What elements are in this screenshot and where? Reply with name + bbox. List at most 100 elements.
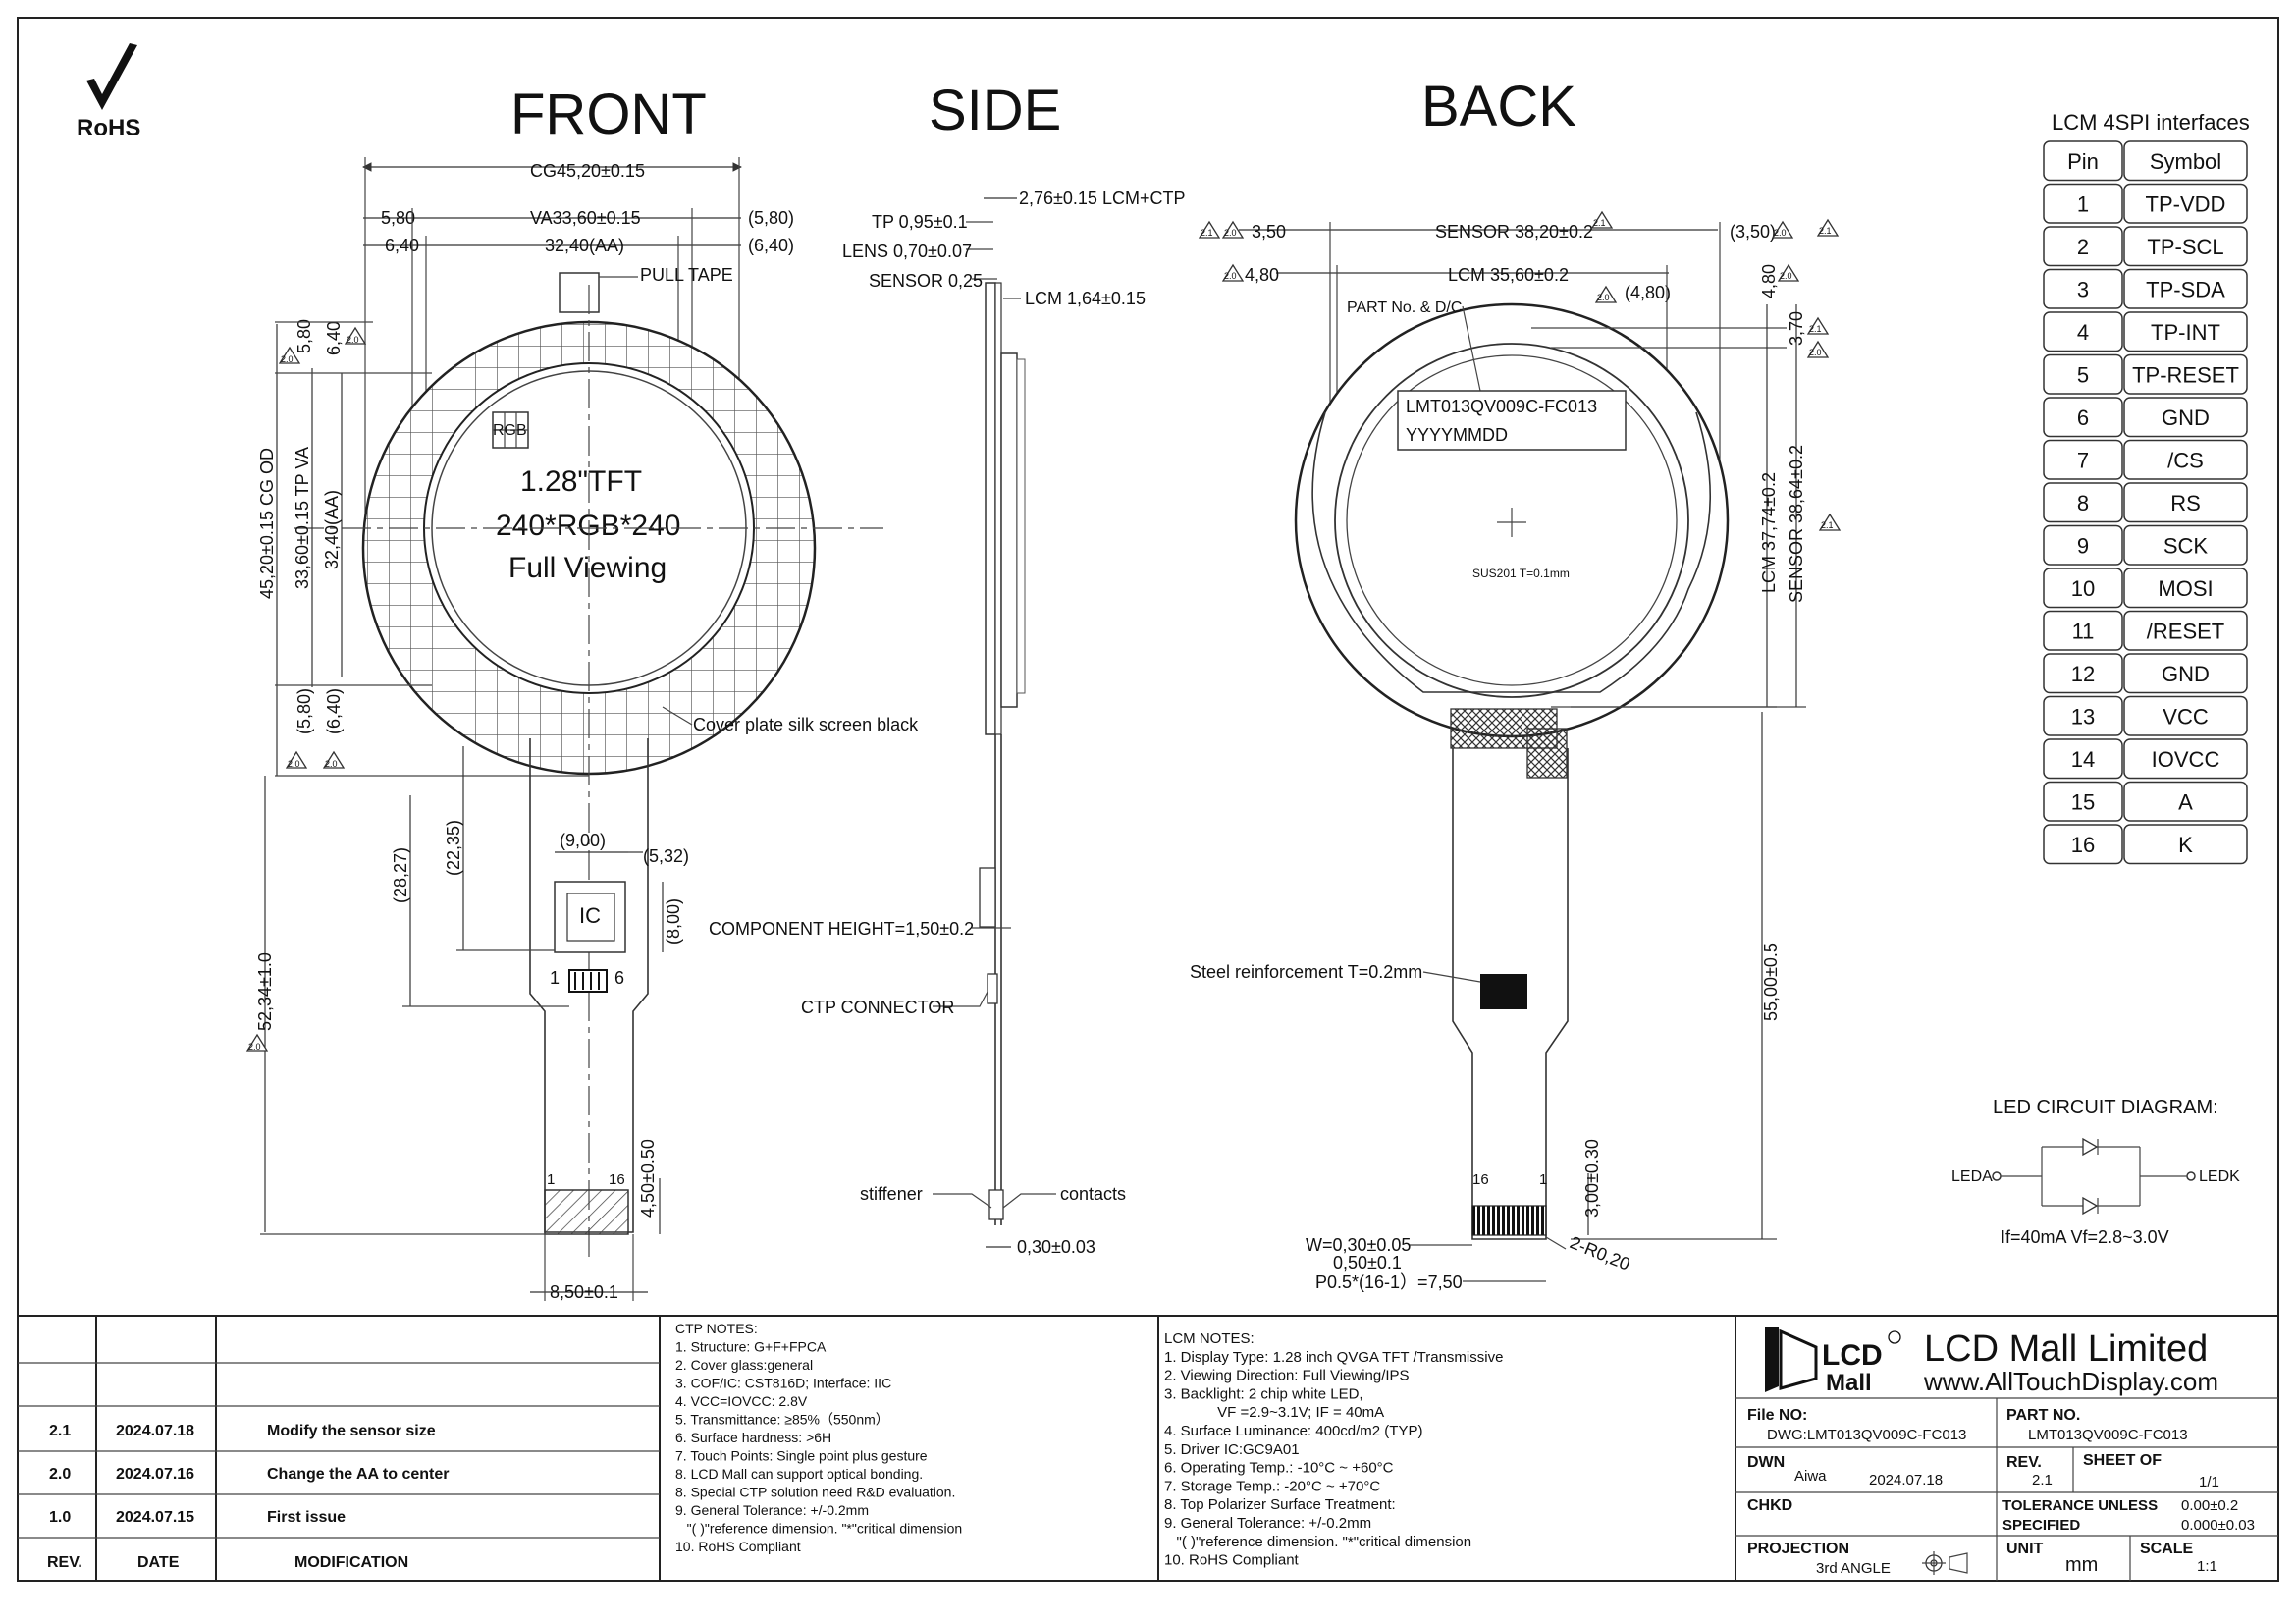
ctp-connector-label: CTP CONNECTOR <box>801 998 954 1017</box>
rev-row-date: 2024.07.15 <box>116 1509 194 1526</box>
steel-label: Steel reinforcement T=0.2mm <box>1190 962 1422 982</box>
dim-cg-od: 45,20±0.15 CG OD <box>257 448 277 599</box>
dim-2827: (28,27) <box>391 847 410 903</box>
ctp_notes-line: 8. LCD Mall can support optical bonding. <box>675 1466 923 1482</box>
ctp_notes-line: 2. Cover glass:general <box>675 1357 813 1373</box>
view-title-side: SIDE <box>929 79 1061 142</box>
symbol-cell <box>2123 140 2248 182</box>
rev-value: 2.1 <box>2032 1472 2053 1489</box>
conn-pin1-label: 1 <box>550 968 560 988</box>
symbol-cell <box>2123 183 2248 224</box>
lcm_notes-line: 8. Top Polarizer Surface Treatment: <box>1164 1496 1396 1513</box>
dim-sensor-v: SENSOR 38,64±0.2 <box>1787 445 1806 603</box>
lcm_notes-line: 5. Driver IC:GC9A01 <box>1164 1441 1300 1458</box>
front-view: CG45,20±0.15 VA33,60±0.15 5,80 (5,80) 32… <box>245 157 919 1302</box>
svg-text:2.0: 2.0 <box>325 759 338 769</box>
svg-text:2.1: 2.1 <box>1821 520 1834 530</box>
svg-text:2.0: 2.0 <box>1224 228 1237 238</box>
pin-cell <box>2043 738 2123 780</box>
dim-lcm-v: LCM 37,74±0.2 <box>1759 472 1779 593</box>
pin-symbol: TP-INT <box>2151 320 2220 345</box>
rev-triangles-back: 2.1 2.0 2.1 2.0 2.1 2.0 2.0 2.0 2.1 2.0 … <box>1198 210 1842 531</box>
lcm_notes-title: LCM NOTES: <box>1164 1330 1255 1347</box>
symbol-cell <box>2123 226 2248 267</box>
stiffener-label: stiffener <box>860 1184 923 1204</box>
symbol-cell <box>2123 568 2248 609</box>
pin-number: 16 <box>2071 833 2095 857</box>
symbol-cell <box>2123 610 2248 651</box>
side-view: 2,76±0.15 LCM+CTP TP 0,95±0.1 LENS 0,70±… <box>709 189 1185 1257</box>
pin-number: 13 <box>2071 705 2095 730</box>
ctp_notes-line: 10. RoHS Compliant <box>675 1539 801 1554</box>
pin-number: 15 <box>2071 790 2095 815</box>
dim-v640r: (6,40) <box>324 688 344 734</box>
conn-pin6-label: 6 <box>614 968 624 988</box>
dim-aa-h: 32,40(AA) <box>545 236 624 255</box>
fpc-pin16-label: 16 <box>609 1171 625 1188</box>
rev-row-mod: Change the AA to center <box>267 1466 450 1483</box>
pin-table-title: LCM 4SPI interfaces <box>2052 110 2250 135</box>
rev-header-rev: REV. <box>47 1554 82 1571</box>
pin-cell <box>2043 397 2123 438</box>
lcm_notes-line: "( )"reference dimension. "*"critical di… <box>1164 1534 1471 1550</box>
dim-lens: LENS 0,70±0.07 <box>842 242 972 261</box>
pin-symbol: GND <box>2162 406 2210 430</box>
scale-value: 1:1 <box>2197 1558 2217 1575</box>
dim-300: 3,00±0.30 <box>1582 1139 1602 1218</box>
dim-640: 6,40 <box>385 236 419 255</box>
symbol-cell <box>2123 738 2248 780</box>
sus-label: SUS201 T=0.1mm <box>1472 567 1570 580</box>
logo-mall-text: Mall <box>1826 1370 1872 1396</box>
tol-value-1: 0.00±0.2 <box>2181 1497 2238 1514</box>
pull-tape-label: PULL TAPE <box>640 265 733 285</box>
dim-480r: (4,80) <box>1625 283 1671 302</box>
ctp_notes-line: 8. Special CTP solution need R&D evaluat… <box>675 1485 955 1500</box>
leda-label: LEDA <box>1951 1168 1993 1185</box>
symbol-header: Symbol <box>2150 149 2221 174</box>
dim-450: 4,50±0.50 <box>638 1139 658 1218</box>
dim-sensor-h: SENSOR 38,20±0.2 <box>1435 222 1593 242</box>
lcm_notes-line: 1. Display Type: 1.28 inch QVGA TFT /Tra… <box>1164 1349 1503 1366</box>
ctp_notes-line: "( )"reference dimension. "*"critical di… <box>675 1521 962 1537</box>
dim-v580r: (5,80) <box>294 688 314 734</box>
projection-label: PROJECTION <box>1747 1541 1849 1557</box>
pin-number: 9 <box>2077 534 2089 559</box>
dim-850: 8,50±0.1 <box>550 1282 618 1302</box>
rev-row-rev: 1.0 <box>49 1509 71 1526</box>
pin-number: 12 <box>2071 662 2095 686</box>
company-url: www.AllTouchDisplay.com <box>1923 1367 2218 1396</box>
tol-label-1: TOLERANCE UNLESS <box>2002 1497 2158 1514</box>
back-view: 3,50 SENSOR 38,20±0.2 (3,50) 4,80 LCM 35… <box>1190 210 1842 1292</box>
svg-text:2.0: 2.0 <box>1597 293 1610 302</box>
lcm_notes-line: 3. Backlight: 2 chip white LED, <box>1164 1385 1363 1402</box>
tol-value-2: 0.000±0.03 <box>2181 1517 2255 1534</box>
projection-value: 3rd ANGLE <box>1816 1560 1891 1577</box>
pin-number: 4 <box>2077 320 2089 345</box>
dim-5234: 52,34±1.0 <box>255 952 275 1031</box>
dim-sensor: SENSOR 0,25 <box>869 271 983 291</box>
display-resolution-label: 240*RGB*240 <box>496 510 680 542</box>
back-pin1-label: 1 <box>1539 1171 1547 1188</box>
ctp_notes-line: 7. Touch Points: Single point plus gestu… <box>675 1448 928 1464</box>
ctp_notes-line: 1. Structure: G+F+FPCA <box>675 1339 827 1355</box>
dim-v370: 3,70 <box>1787 311 1806 346</box>
rev-row-mod: First issue <box>267 1509 346 1526</box>
pin-symbol: /RESET <box>2147 620 2224 644</box>
pin-cell <box>2043 653 2123 694</box>
led-spec: If=40mA Vf=2.8~3.0V <box>2001 1227 2169 1247</box>
led-title: LED CIRCUIT DIAGRAM: <box>1993 1097 2218 1118</box>
view-title-front: FRONT <box>510 82 707 146</box>
pin-header: Pin <box>2067 149 2099 174</box>
ctp_notes-line: 4. VCC=IOVCC: 2.8V <box>675 1393 808 1409</box>
svg-text:2.0: 2.0 <box>288 759 300 769</box>
dim-tp: TP 0,95±0.1 <box>872 212 968 232</box>
pin-symbol: RS <box>2170 491 2201 515</box>
dim-tp-va: 33,60±0.15 TP VA <box>293 447 312 589</box>
lcm_notes-line: 7. Storage Temp.: -20°C ~ +70°C <box>1164 1478 1380 1494</box>
dim-lcm: LCM 1,64±0.15 <box>1025 289 1146 308</box>
pin-cell <box>2043 824 2123 865</box>
lcm_notes-line: 9. General Tolerance: +/-0.2mm <box>1164 1515 1371 1532</box>
tol-label-2: SPECIFIED <box>2002 1517 2080 1534</box>
